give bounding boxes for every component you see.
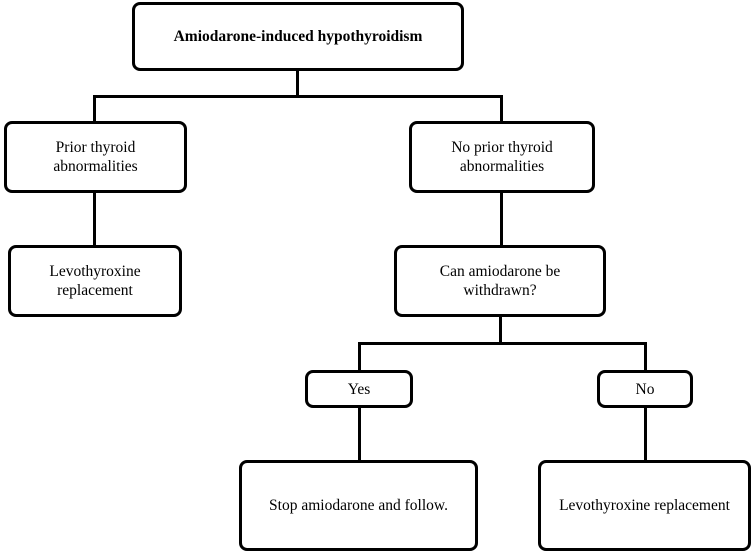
connector <box>93 95 503 98</box>
question-label: Can amiodarone be withdrawn? <box>439 263 561 299</box>
connector <box>93 95 96 123</box>
root-label: Amiodarone-induced hypothyroidism <box>173 28 423 45</box>
stop-label: Stop amiodarone and follow. <box>269 497 448 514</box>
no-label: No <box>635 380 655 398</box>
connector <box>93 190 96 247</box>
no-node: No <box>597 370 693 408</box>
connector <box>296 68 299 97</box>
levo-left-label: Levothyroxine replacement <box>49 263 141 299</box>
connector <box>358 342 647 345</box>
connector <box>644 342 647 372</box>
connector <box>500 190 503 247</box>
no-prior-label: No prior thyroid abnormalities <box>451 139 553 175</box>
levothyroxine-right-node: Levothyroxine replacement <box>538 460 751 551</box>
connector <box>358 406 361 462</box>
connector <box>358 342 361 372</box>
withdraw-question-node: Can amiodarone be withdrawn? <box>394 245 606 317</box>
stop-amiodarone-node: Stop amiodarone and follow. <box>239 460 478 551</box>
connector <box>499 315 502 344</box>
prior-abnormalities-node: Prior thyroid abnormalities <box>4 121 187 193</box>
levothyroxine-left-node: Levothyroxine replacement <box>8 245 182 317</box>
connector <box>644 406 647 462</box>
prior-label: Prior thyroid abnormalities <box>53 139 138 175</box>
root-node: Amiodarone-induced hypothyroidism <box>132 2 464 71</box>
levo-right-label: Levothyroxine replacement <box>559 497 730 514</box>
no-prior-abnormalities-node: No prior thyroid abnormalities <box>409 121 595 193</box>
yes-node: Yes <box>305 370 413 408</box>
connector <box>500 95 503 123</box>
yes-label: Yes <box>347 380 371 398</box>
